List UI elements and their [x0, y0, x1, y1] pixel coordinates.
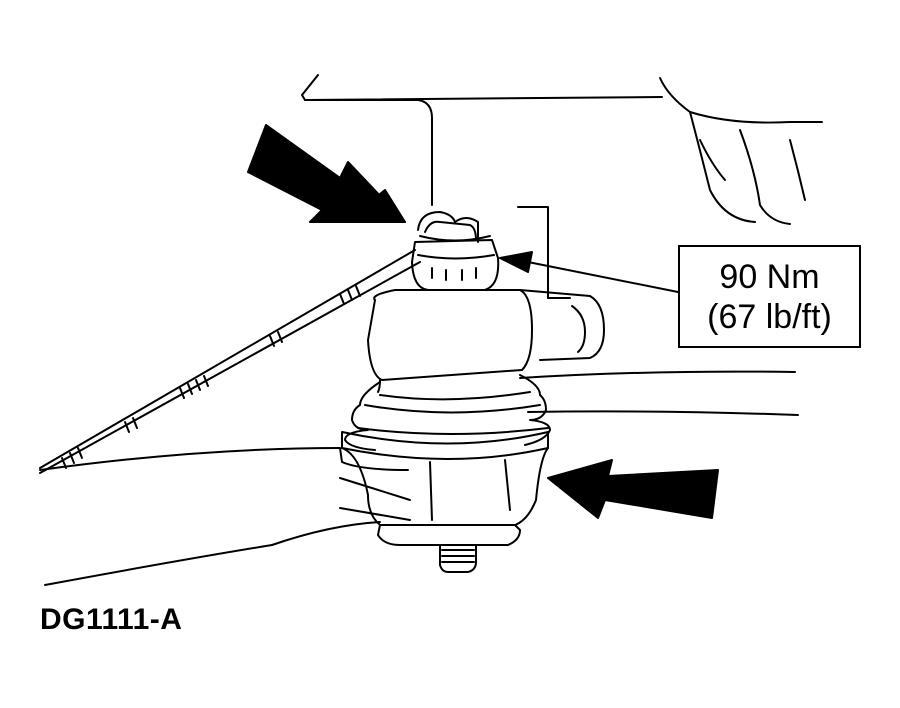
- arrow-lower-right-icon: [547, 459, 719, 519]
- figure-code: DG1111-A: [40, 603, 183, 636]
- arrow-upper-left-icon: [247, 124, 406, 223]
- tie-rod: [39, 249, 421, 474]
- ball-joint-body: [341, 431, 549, 573]
- torque-spec-callout: 90 Nm (67 lb/ft): [678, 245, 861, 348]
- tie-rod-end: [367, 289, 605, 393]
- torque-imperial-label: (67 lb/ft): [707, 297, 832, 336]
- castle-nut: [411, 211, 500, 291]
- frame-bracket: [301, 74, 823, 299]
- dust-boot: [344, 374, 551, 451]
- torque-leader-line: [499, 251, 679, 293]
- control-arm: [39, 370, 799, 586]
- torque-metric-label: 90 Nm: [719, 257, 820, 296]
